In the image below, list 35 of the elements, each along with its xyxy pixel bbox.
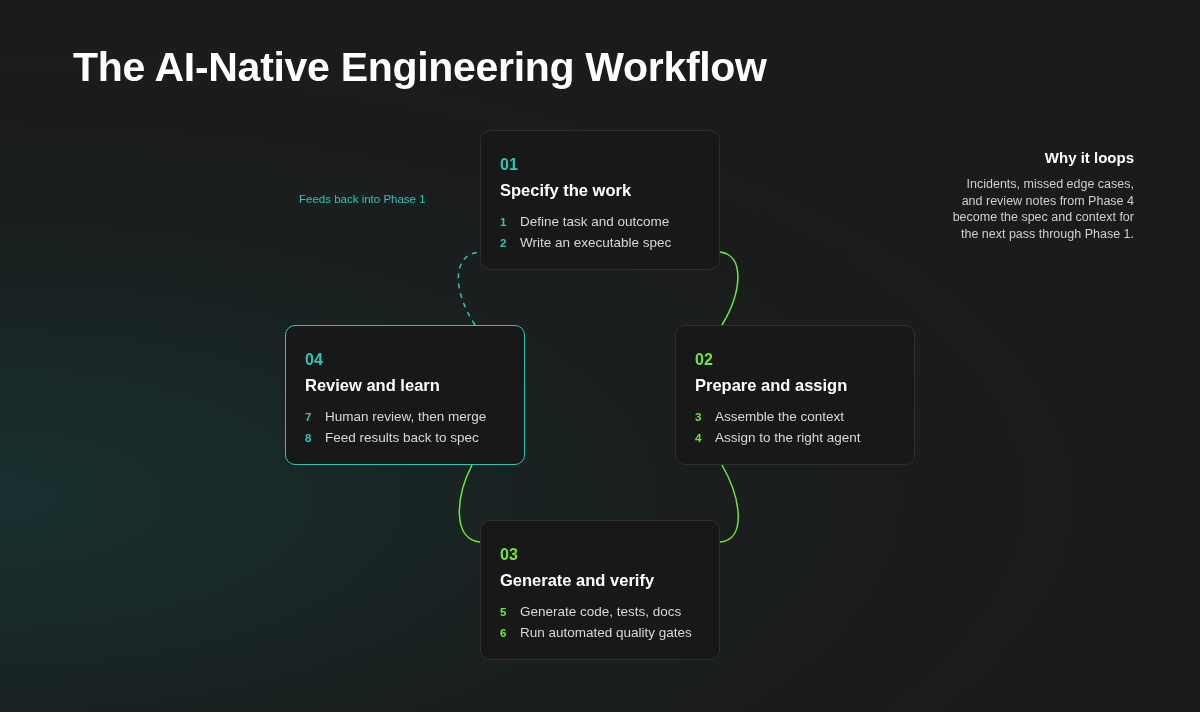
step-text: Human review, then merge [325,408,488,426]
step-number: 5 [500,605,508,620]
phase-title: Review and learn [305,375,441,395]
step-text: Write an executable spec [520,234,673,252]
step-text: Assemble the context [715,408,846,426]
connector-line [719,464,739,543]
connector-line [458,464,481,543]
step-number: 7 [305,410,313,425]
step-text: Feed results back to spec [325,429,480,447]
step-number: 2 [500,236,508,251]
step-text: Assign to the right agent [715,429,862,447]
connector-line [719,251,739,326]
step-number: 1 [500,215,508,230]
phase-number: 01 [500,155,519,175]
phase-number: 03 [500,545,519,565]
phase-title: Generate and verify [500,570,656,590]
phase-card [480,130,720,270]
step-number: 3 [695,410,703,425]
step-number: 8 [305,431,313,446]
step-number: 6 [500,626,508,641]
note-heading: Why it loops [1043,148,1134,168]
phase-title: Prepare and assign [695,375,849,395]
loop-note: Feeds back into Phase 1 [296,192,429,206]
step-text: Generate code, tests, docs [520,603,683,621]
phase-card [285,325,525,465]
phase-card [675,325,915,465]
phase-number: 04 [305,350,324,370]
note-text: Incidents, missed edge cases, and review notes from Phase 4 become the spec and context for the next pass through Phase 1. [952,176,1134,243]
step-text: Define task and outcome [520,213,671,231]
phase-number: 02 [695,350,714,370]
phase-card [480,520,720,660]
phase-title: Specify the work [500,180,633,200]
step-text: Run automated quality gates [520,624,693,642]
title: The AI-Native Engineering Workflow [73,44,767,91]
step-number: 4 [695,431,703,446]
